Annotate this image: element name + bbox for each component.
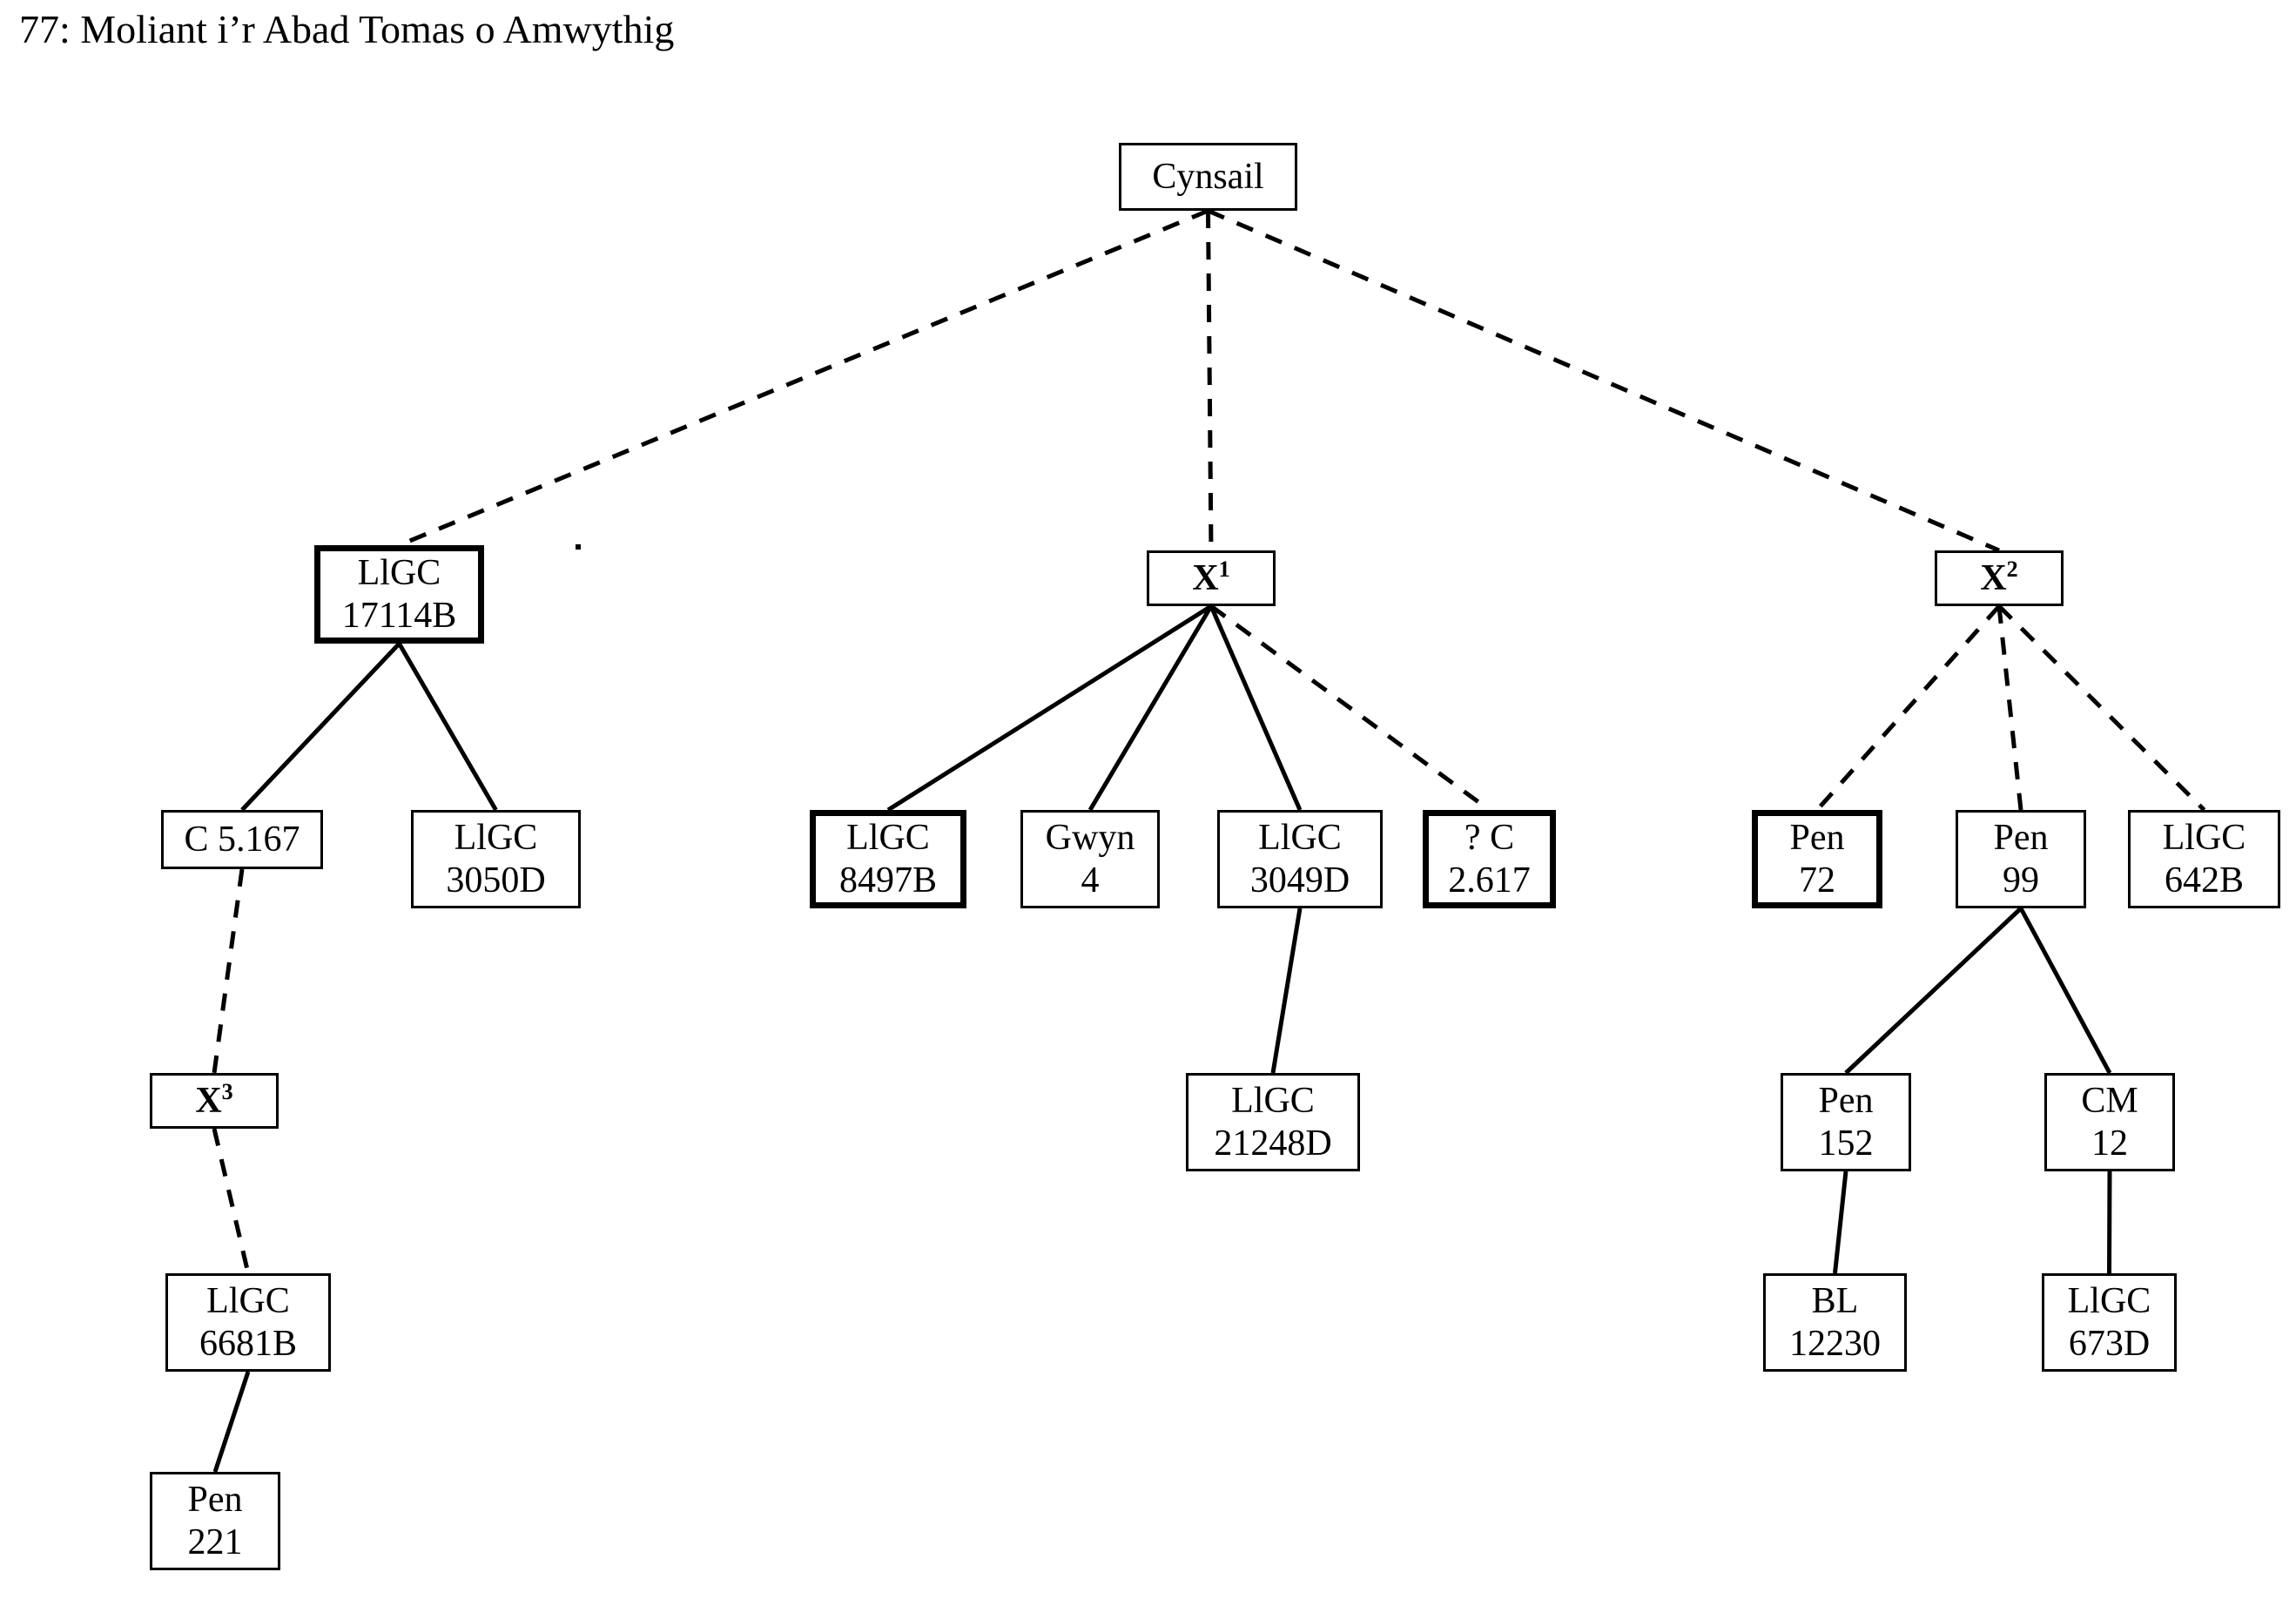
node-label-primary: Pen [1818,1080,1874,1121]
node-label-primary: LlGC [454,817,538,858]
node-label-primary: LlGC [1231,1080,1315,1121]
node-label-primary: Pen [187,1479,243,1520]
node-label-primary: BL [1811,1280,1859,1321]
node-label-primary: LlGC [206,1280,290,1321]
node-label-secondary: 152 [1818,1123,1874,1164]
node-label-primary: CM [2081,1080,2138,1121]
node-label-primary: Gwyn [1045,817,1135,858]
node-label-secondary: 8497B [838,860,937,901]
node-label-primary: LlGC [2067,1280,2151,1321]
edge-llgc6681b-to-pen221 [212,1371,251,1473]
node-label-primary: LlGC [1258,817,1342,858]
edge-x2-to-llgc642b [1997,604,2206,812]
node-x3[interactable]: X3 [150,1073,279,1129]
edge-cm12-to-llgc673d [2107,1171,2112,1274]
node-label-primary: LlGC [2162,817,2246,858]
node-label-secondary: 21248D [1214,1123,1332,1164]
edge-cynsail-to-x1 [1206,210,1214,551]
node-label-primary: Cynsail [1152,156,1264,197]
node-label-secondary: 673D [2068,1323,2151,1364]
node-label-secondary: 2.617 [1448,860,1531,901]
node-label-primary: C 5.167 [184,819,300,860]
node-superscript: 2 [2006,556,2018,582]
node-label-primary: Pen [1789,817,1845,858]
edge-llgc3049d-to-llgc21248d [1270,907,1303,1074]
node-label-primary: ? C [1464,817,1515,858]
edge-x3-to-llgc6681b [212,1128,251,1274]
node-label-primary: X1 [1192,556,1230,598]
node-label-secondary: 3050D [446,860,546,901]
node-c5167[interactable]: C 5.167 [161,810,323,869]
node-x1[interactable]: X1 [1147,550,1276,606]
edge-x1-to-llgc3049d [1209,605,1303,811]
edge-llgc17114b-to-llgc3050d [397,642,498,812]
edge-pen99-to-cm12 [2018,907,2112,1075]
node-label-primary: X3 [195,1078,233,1121]
node-label-primary: LlGC [357,552,441,593]
node-superscript: 1 [1218,556,1230,582]
edge-c5167-to-x3 [212,868,245,1074]
node-label-secondary: 12230 [1789,1323,1881,1364]
node-label-secondary: 221 [187,1521,243,1562]
edge-cynsail-to-x2 [1207,208,2000,553]
node-label-secondary: 6681B [199,1323,297,1364]
edge-x2-to-pen99 [1996,605,2023,811]
page-title: 77: Moliant i’r Abad Tomas o Amwythig [19,7,675,51]
node-label-secondary: 99 [2003,860,2039,901]
edge-x1-to-llgc8497b [886,604,1213,813]
node-label-secondary: 4 [1081,860,1100,901]
node-label-primary: X2 [1980,556,2018,598]
edge-x2-to-pen72 [1815,604,2001,812]
node-label-secondary: 12 [2091,1123,2128,1164]
edge-pen152-to-bl12230 [1833,1171,1848,1274]
node-label-secondary: 72 [1799,860,1835,901]
node-label-secondary: 642B [2164,860,2244,901]
node-label-primary: Pen [1993,817,2049,858]
edge-x1-to-gwyn4 [1087,604,1214,812]
edge-cynsail-to-llgc17114b [398,208,1209,548]
node-cynsail[interactable]: Cynsail [1119,143,1297,211]
edge-x1-to-c2617 [1209,604,1491,813]
node-x2[interactable]: X2 [1935,550,2064,606]
edge-llgc17114b-to-c5167 [240,642,401,812]
node-label-secondary: 17114B [341,595,457,636]
edge-pen99-to-pen152 [1844,907,2023,1075]
node-superscript: 3 [221,1078,233,1104]
node-label-primary: LlGC [846,817,930,858]
node-label-secondary: 3049D [1249,860,1350,901]
stray-dot-artifact [576,544,581,550]
